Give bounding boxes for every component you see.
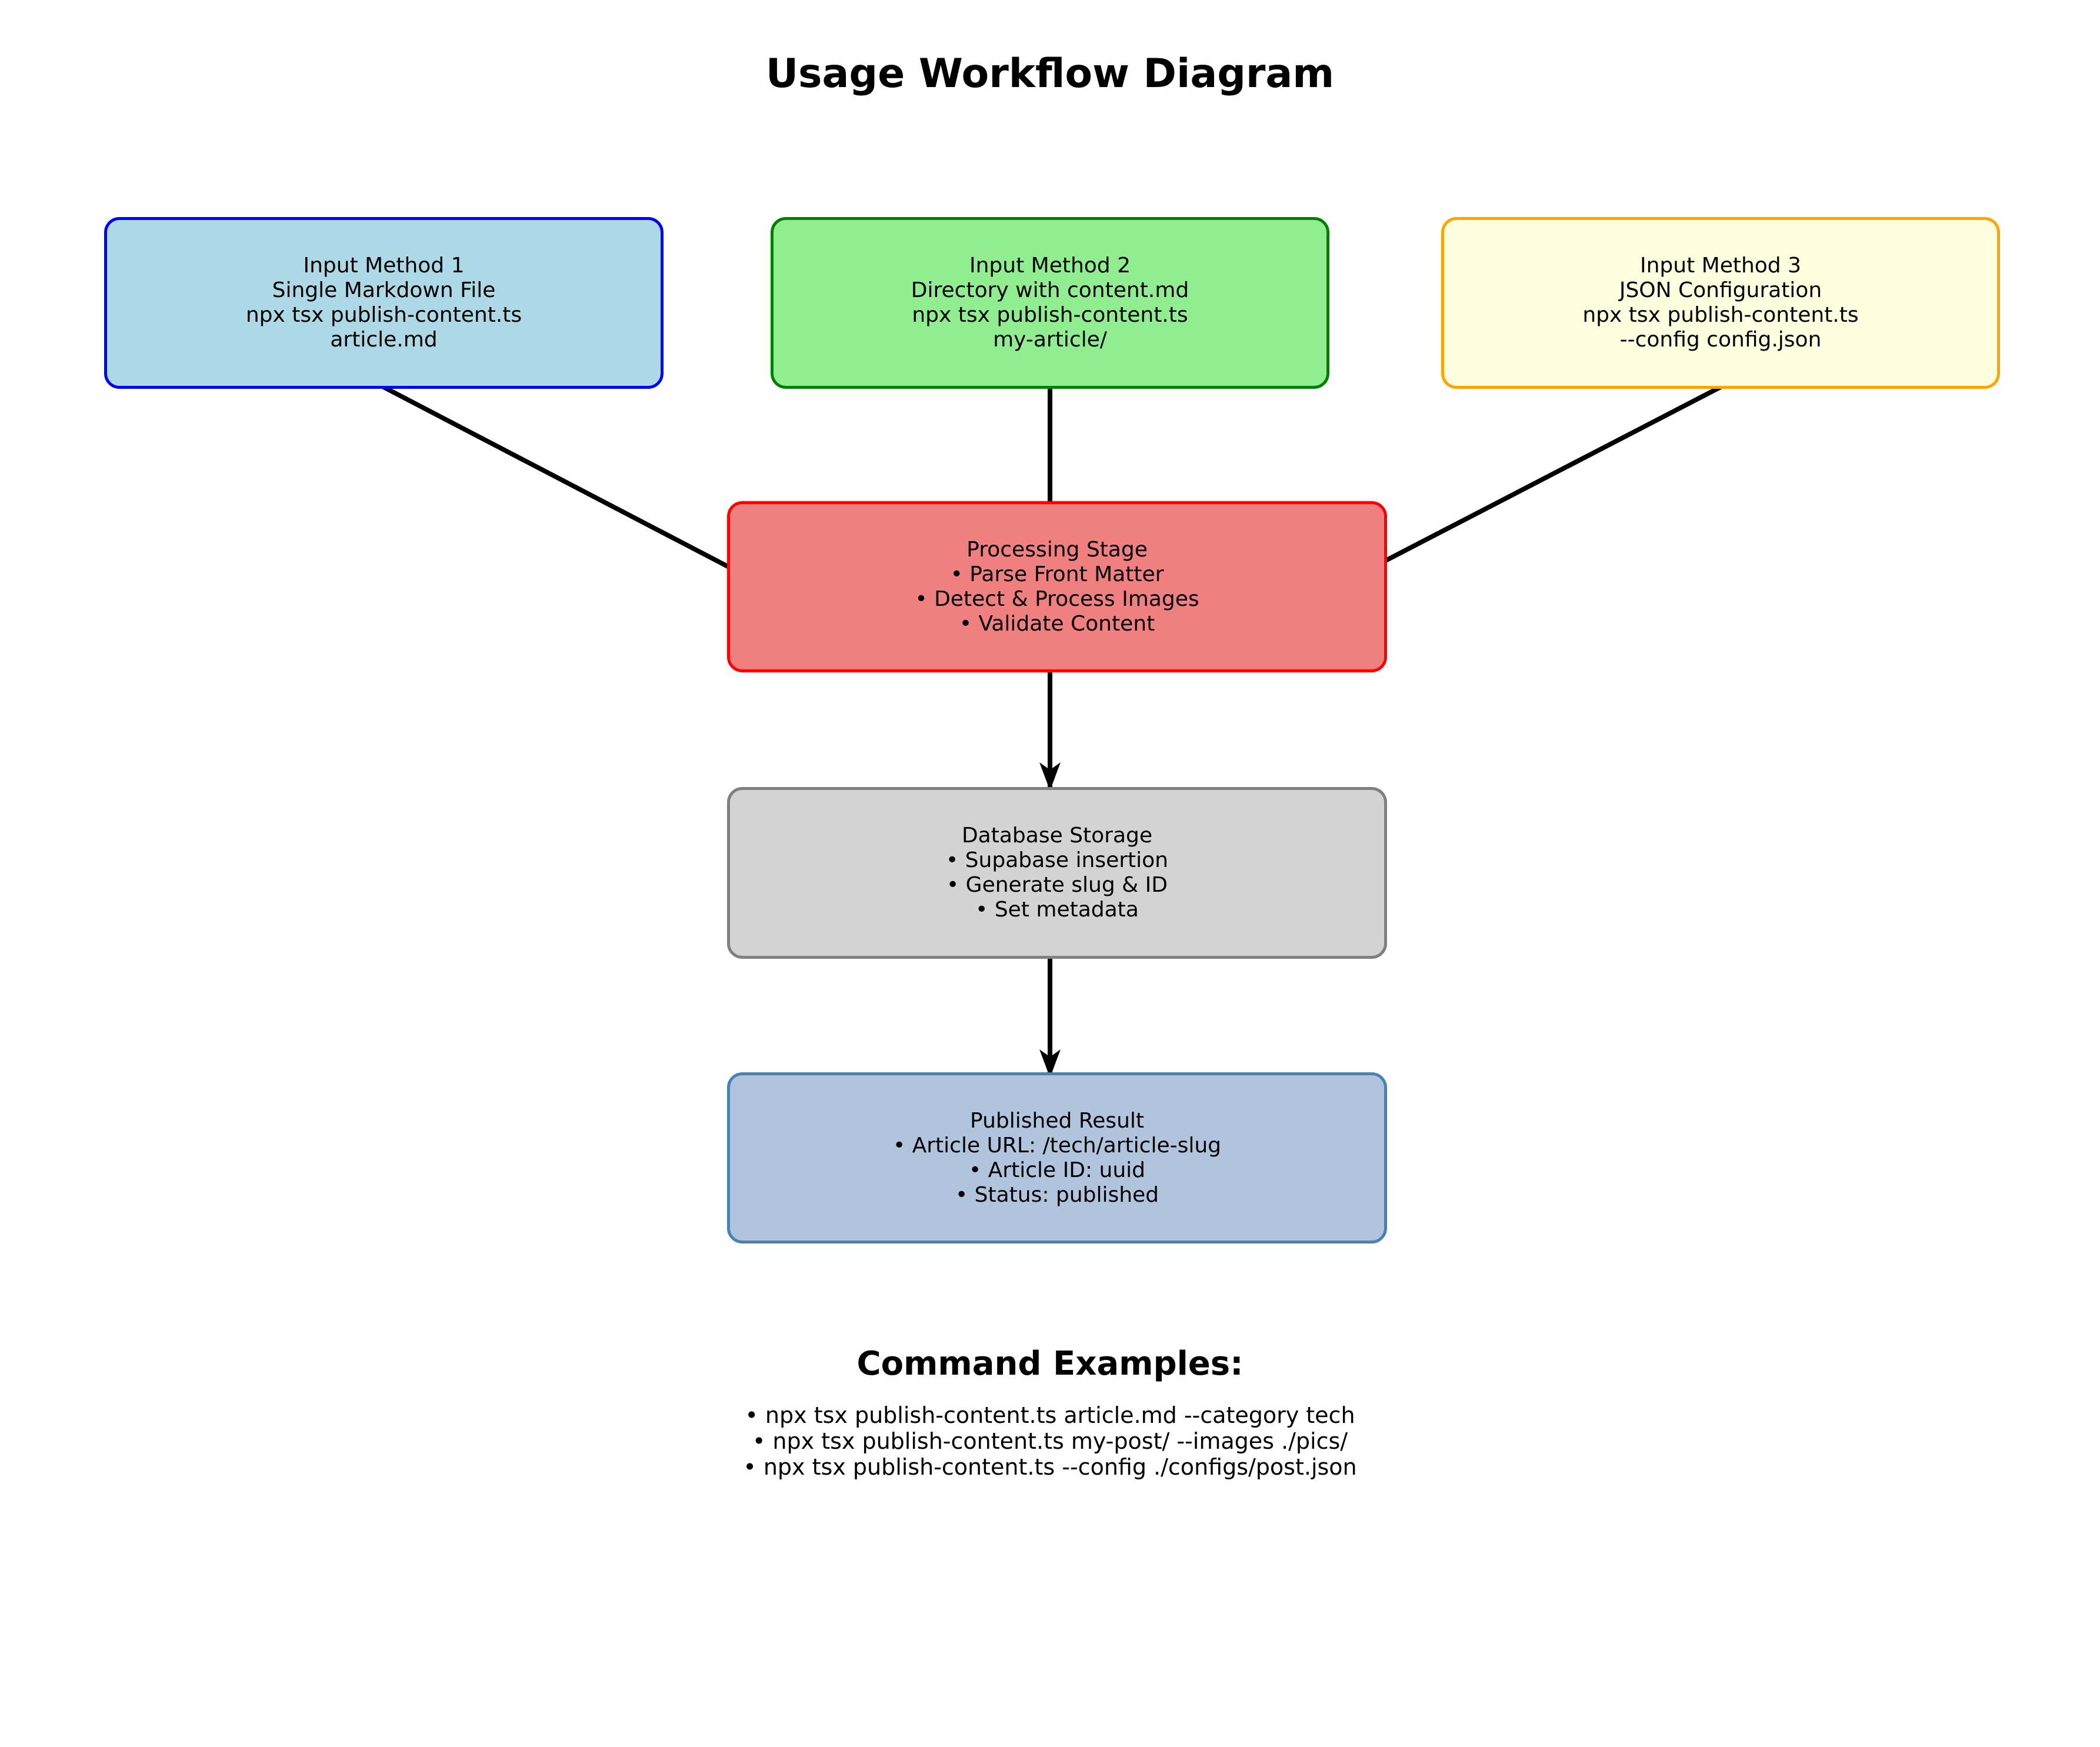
box-input-method-1-title: Input Method 1 bbox=[303, 254, 465, 278]
command-examples-list: • npx tsx publish-content.ts article.md … bbox=[0, 1402, 2100, 1480]
box-published-result-item-2: • Article ID: uuid bbox=[968, 1158, 1145, 1182]
box-input-method-2-desc: Directory with content.md bbox=[911, 278, 1189, 302]
box-processing-stage-title: Processing Stage bbox=[966, 537, 1148, 562]
command-examples-heading: Command Examples: bbox=[856, 1345, 1244, 1383]
box-input-method-1-command: npx tsx publish-content.ts bbox=[245, 303, 522, 327]
box-processing-stage-item-1: • Parse Front Matter bbox=[950, 562, 1164, 586]
box-input-method-3-title: Input Method 3 bbox=[1639, 254, 1802, 278]
box-published-result-item-1: • Article URL: /tech/article-slug bbox=[892, 1133, 1222, 1158]
box-processing-stage-item-2: • Detect & Process Images bbox=[915, 586, 1199, 611]
box-input-method-1-desc: Single Markdown File bbox=[272, 278, 496, 302]
box-input-method-3-desc: JSON Configuration bbox=[1619, 278, 1822, 302]
box-database-storage-item-1: • Supabase insertion bbox=[946, 848, 1168, 872]
box-input-method-2: Input Method 2 Directory with content.md… bbox=[771, 217, 1329, 389]
page-title: Usage Workflow Diagram bbox=[765, 51, 1335, 97]
box-published-result: Published Result • Article URL: /tech/ar… bbox=[727, 1072, 1387, 1243]
box-input-method-2-title: Input Method 2 bbox=[969, 254, 1131, 278]
box-input-method-3: Input Method 3 JSON Configuration npx ts… bbox=[1441, 217, 2000, 389]
box-processing-stage-item-3: • Validate Content bbox=[959, 611, 1155, 636]
box-database-storage-title: Database Storage bbox=[961, 824, 1153, 848]
box-input-method-3-arg: --config config.json bbox=[1619, 328, 1822, 352]
box-database-storage-item-2: • Generate slug & ID bbox=[946, 873, 1168, 897]
box-processing-stage: Processing Stage • Parse Front Matter • … bbox=[727, 501, 1387, 672]
command-example-3: • npx tsx publish-content.ts --config ./… bbox=[743, 1454, 1357, 1480]
box-input-method-1-arg: article.md bbox=[330, 328, 438, 352]
box-database-storage: Database Storage • Supabase insertion • … bbox=[727, 787, 1387, 959]
box-input-method-3-command: npx tsx publish-content.ts bbox=[1582, 303, 1859, 327]
box-published-result-title: Published Result bbox=[970, 1108, 1144, 1133]
box-input-method-2-command: npx tsx publish-content.ts bbox=[912, 303, 1188, 327]
box-database-storage-item-3: • Set metadata bbox=[975, 898, 1139, 922]
box-published-result-item-3: • Status: published bbox=[955, 1182, 1159, 1207]
command-example-2: • npx tsx publish-content.ts my-post/ --… bbox=[752, 1428, 1348, 1454]
command-example-1: • npx tsx publish-content.ts article.md … bbox=[745, 1402, 1355, 1428]
box-input-method-2-arg: my-article/ bbox=[993, 328, 1107, 352]
box-input-method-1: Input Method 1 Single Markdown File npx … bbox=[104, 217, 664, 389]
